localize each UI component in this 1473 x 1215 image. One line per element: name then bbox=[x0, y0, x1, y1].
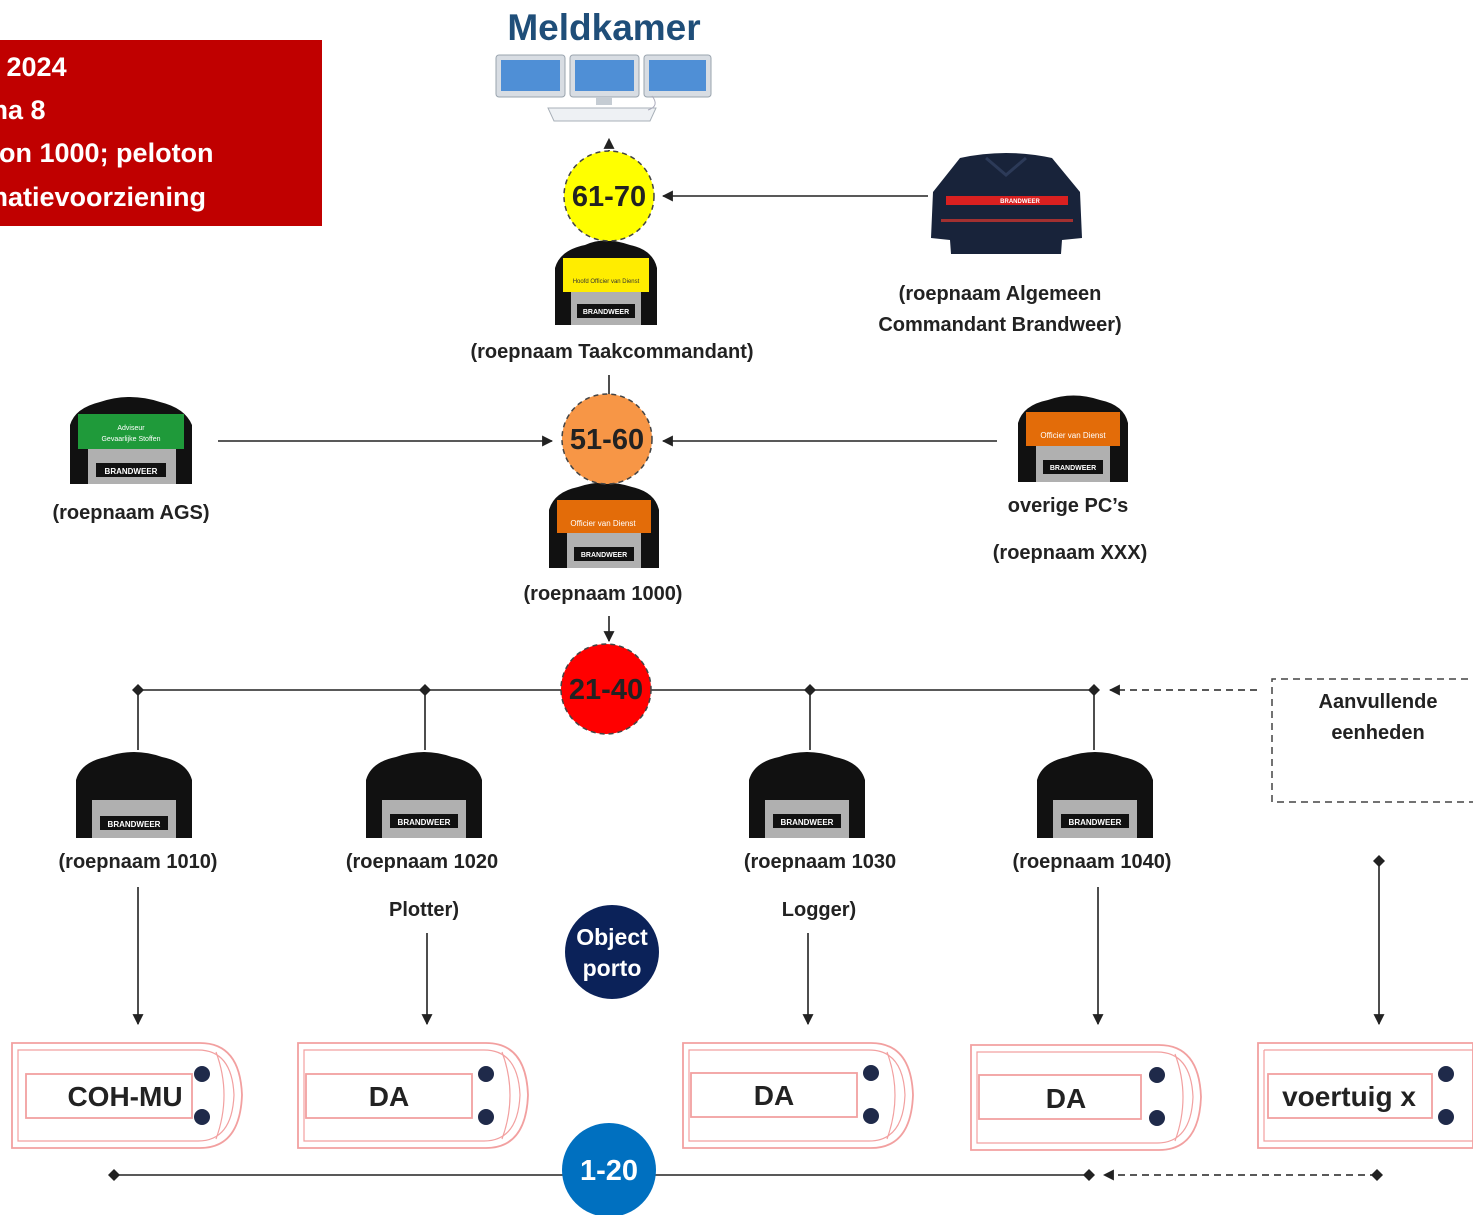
channel-51-60-label: 51-60 bbox=[570, 424, 644, 456]
unit-1040-vest-icon bbox=[1037, 752, 1153, 838]
taakcommandant-vest-icon bbox=[555, 240, 657, 325]
vehicle-1 bbox=[11, 1042, 243, 1149]
ags-vest-text-2: Gevaarlijke Stoffen bbox=[101, 436, 160, 443]
vehicle-2-label: DA bbox=[369, 1081, 409, 1112]
aanvullende-eenheden-box bbox=[1271, 678, 1473, 803]
channel-object-porto-line2: porto bbox=[583, 955, 642, 981]
ovd-1000-label: (roepnaam 1000) bbox=[524, 583, 683, 605]
channel-1-20-label: 1-20 bbox=[580, 1155, 638, 1187]
vehicle-5 bbox=[1257, 1042, 1473, 1149]
info-box: 3 2024 ma 8 con 1000; peloton matievoorz… bbox=[0, 40, 322, 226]
unit-1010-vest-brand: BRANDWEER bbox=[108, 820, 161, 829]
taakcommandant-vest-brand: BRANDWEER bbox=[583, 309, 629, 316]
diagram-title: Meldkamer bbox=[507, 7, 700, 48]
unit-1010-label: (roepnaam 1010) bbox=[59, 851, 218, 873]
unit-1020-vest-brand: BRANDWEER bbox=[398, 818, 451, 827]
meldkamer-computer-icon bbox=[495, 54, 712, 122]
commandant-label-line2: Commandant Brandweer) bbox=[878, 314, 1121, 336]
ags-label: (roepnaam AGS) bbox=[52, 502, 209, 524]
channel-21-40-label: 21-40 bbox=[569, 674, 643, 706]
unit-1010-vest-icon bbox=[76, 752, 192, 838]
vehicle-3-label: DA bbox=[754, 1080, 794, 1111]
overige-pc-label-line1: overige PC’s bbox=[1008, 495, 1128, 517]
channel-object-porto-circle bbox=[565, 905, 659, 999]
ags-vest-brand: BRANDWEER bbox=[105, 467, 158, 476]
vehicle-4-label: DA bbox=[1046, 1083, 1086, 1114]
vehicle-1-label: COH-MU bbox=[67, 1081, 182, 1112]
info-box-line-4: matievoorziening bbox=[0, 182, 207, 212]
channel-51-60-circle bbox=[561, 393, 653, 485]
vehicle-4 bbox=[970, 1044, 1202, 1151]
channel-1-20-circle bbox=[562, 1123, 656, 1215]
commandant-shirt-text: BRANDWEER bbox=[1000, 199, 1040, 205]
ags-vest-text-1: Adviseur bbox=[117, 425, 145, 432]
connector-lines bbox=[114, 137, 1385, 1181]
overige-pc-label-line2: (roepnaam XXX) bbox=[993, 542, 1147, 564]
info-box-line-3: con 1000; peloton bbox=[0, 138, 214, 168]
ovd-1000-vest-brand: BRANDWEER bbox=[581, 552, 627, 559]
info-box-line-1: 3 2024 bbox=[0, 52, 67, 82]
info-box-line-2: ma 8 bbox=[0, 95, 46, 125]
channel-21-40-circle bbox=[560, 643, 652, 735]
ovd-1000-vest-text: Officier van Dienst bbox=[570, 519, 636, 528]
unit-1030-label-line1: (roepnaam 1030 bbox=[744, 851, 896, 873]
vehicle-3 bbox=[682, 1042, 914, 1149]
commandant-label-line1: (roepnaam Algemeen bbox=[899, 283, 1102, 305]
unit-1020-label-line1: (roepnaam 1020 bbox=[346, 851, 498, 873]
commandant-shirt-icon bbox=[931, 153, 1082, 254]
taakcommandant-vest-text: Hoofd Officier van Dienst bbox=[573, 279, 640, 285]
unit-1030-vest-icon bbox=[749, 752, 865, 838]
channel-61-70-label: 61-70 bbox=[572, 181, 646, 213]
junction-dots bbox=[108, 684, 1385, 1181]
unit-1020-vest-icon bbox=[366, 752, 482, 838]
unit-1040-vest-brand: BRANDWEER bbox=[1069, 818, 1122, 827]
ags-vest-icon bbox=[70, 397, 192, 484]
unit-1040-label: (roepnaam 1040) bbox=[1013, 851, 1172, 873]
vehicle-5-label: voertuig x bbox=[1282, 1081, 1416, 1112]
overige-pc-vest-icon bbox=[1018, 395, 1128, 482]
channel-object-porto-line1: Object bbox=[576, 924, 648, 950]
overige-pc-vest-text: Officier van Dienst bbox=[1040, 431, 1106, 440]
aanvullende-label-line2: eenheden bbox=[1331, 722, 1424, 744]
ovd-1000-vest-icon bbox=[549, 482, 659, 568]
vehicle-2 bbox=[297, 1042, 529, 1149]
unit-1030-label-line2: Logger) bbox=[782, 899, 856, 921]
aanvullende-label-line1: Aanvullende bbox=[1319, 691, 1438, 713]
taakcommandant-label: (roepnaam Taakcommandant) bbox=[470, 341, 753, 363]
channel-61-70-circle bbox=[563, 150, 655, 242]
unit-1020-label-line2: Plotter) bbox=[389, 899, 459, 921]
unit-1030-vest-brand: BRANDWEER bbox=[781, 818, 834, 827]
overige-pc-vest-brand: BRANDWEER bbox=[1050, 465, 1096, 472]
